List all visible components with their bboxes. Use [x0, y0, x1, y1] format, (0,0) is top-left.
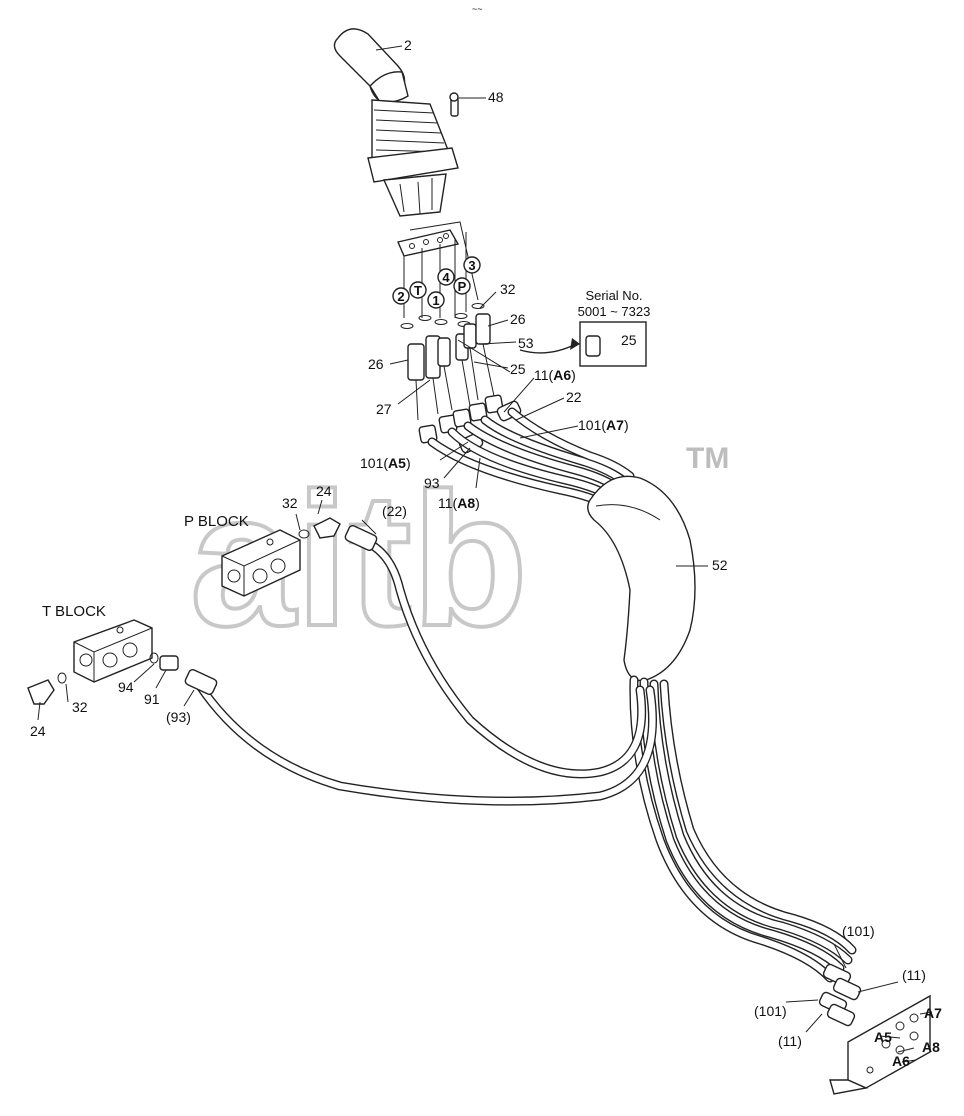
svg-text:4: 4	[442, 270, 450, 285]
port-label-a8: A8	[922, 1039, 940, 1055]
joystick-lever	[333, 28, 459, 217]
serial-title: Serial No.	[585, 288, 642, 303]
t-block-label: T BLOCK	[42, 603, 106, 620]
callout-11-a8: 11(A8)	[438, 495, 480, 511]
protective-sleeve	[587, 475, 696, 682]
serial-box: Serial No. 5001 ~ 7323 25	[519, 288, 651, 367]
p-block: P BLOCK	[184, 513, 341, 597]
callout-32c: 32	[72, 699, 88, 715]
svg-text:T: T	[414, 283, 422, 298]
return-hoses	[195, 539, 657, 806]
end-bracket	[818, 963, 931, 1095]
callout-2: 2	[404, 37, 412, 53]
adapter-26-right	[475, 313, 491, 345]
watermark-tm: TM	[686, 442, 729, 475]
callout-27: 27	[376, 401, 392, 417]
callout-101-a5: 101(A5)	[360, 455, 411, 471]
bracket-ports: A7 A5 A8 A6	[874, 1005, 942, 1069]
svg-text:2: 2	[397, 289, 404, 304]
t-block: T BLOCK	[27, 603, 218, 705]
leader-lines	[37, 45, 933, 1063]
callout-24a: 24	[316, 483, 332, 499]
svg-text:1: 1	[432, 293, 439, 308]
port-circle-2: 2	[392, 287, 410, 305]
p-block-label: P BLOCK	[184, 513, 249, 530]
serial-part-label: 25	[621, 332, 637, 348]
o-rings	[400, 303, 485, 329]
callout-93: 93	[424, 475, 440, 491]
callout-101-paren-1: (101)	[842, 923, 875, 939]
port-circle-1: 1	[427, 291, 445, 309]
callout-94: 94	[118, 679, 134, 695]
circled-ports: 2 T 1 4 P 3	[392, 256, 481, 309]
callout-32b: 32	[282, 495, 298, 511]
lower-hoses	[629, 675, 857, 983]
callout-93-paren: (93)	[166, 709, 191, 725]
port-circle-p: P	[453, 277, 471, 295]
callout-53: 53	[518, 335, 534, 351]
callout-101-paren-2: (101)	[754, 1003, 787, 1019]
svg-text:3: 3	[468, 258, 475, 273]
callout-11-a6: 11(A6)	[534, 367, 576, 383]
header-mark: ~~	[472, 4, 483, 14]
adapter-25-a	[437, 337, 451, 367]
adapters	[407, 313, 495, 421]
callout-22-paren: (22)	[382, 503, 407, 519]
fitting-22	[344, 525, 378, 551]
callout-24b: 24	[30, 723, 46, 739]
callout-26a: 26	[510, 311, 526, 327]
callout-11-paren-2: (11)	[778, 1033, 802, 1049]
callout-101-a7: 101(A7)	[578, 417, 629, 433]
callout-22: 22	[566, 389, 582, 405]
callouts: 2 48 32 26 53 26 25 27 11(A6) 22 101(A7)…	[30, 37, 926, 1049]
port-circle-t: T	[409, 281, 427, 299]
callout-48: 48	[488, 89, 504, 105]
serial-range: 5001 ~ 7323	[578, 304, 651, 319]
callout-26b: 26	[368, 356, 384, 372]
port-label-a5: A5	[874, 1029, 892, 1045]
callout-52: 52	[712, 557, 728, 573]
callout-91: 91	[144, 691, 160, 707]
port-label-a6: A6	[892, 1053, 910, 1069]
callout-32a: 32	[500, 281, 516, 297]
port-circle-3: 3	[463, 256, 481, 274]
callout-11-paren-1: (11)	[902, 967, 926, 983]
port-circle-4: 4	[437, 268, 455, 286]
svg-text:P: P	[458, 279, 467, 294]
port-label-a7: A7	[924, 1005, 942, 1021]
adapter-26-left	[407, 343, 425, 381]
callout-25: 25	[510, 361, 526, 377]
